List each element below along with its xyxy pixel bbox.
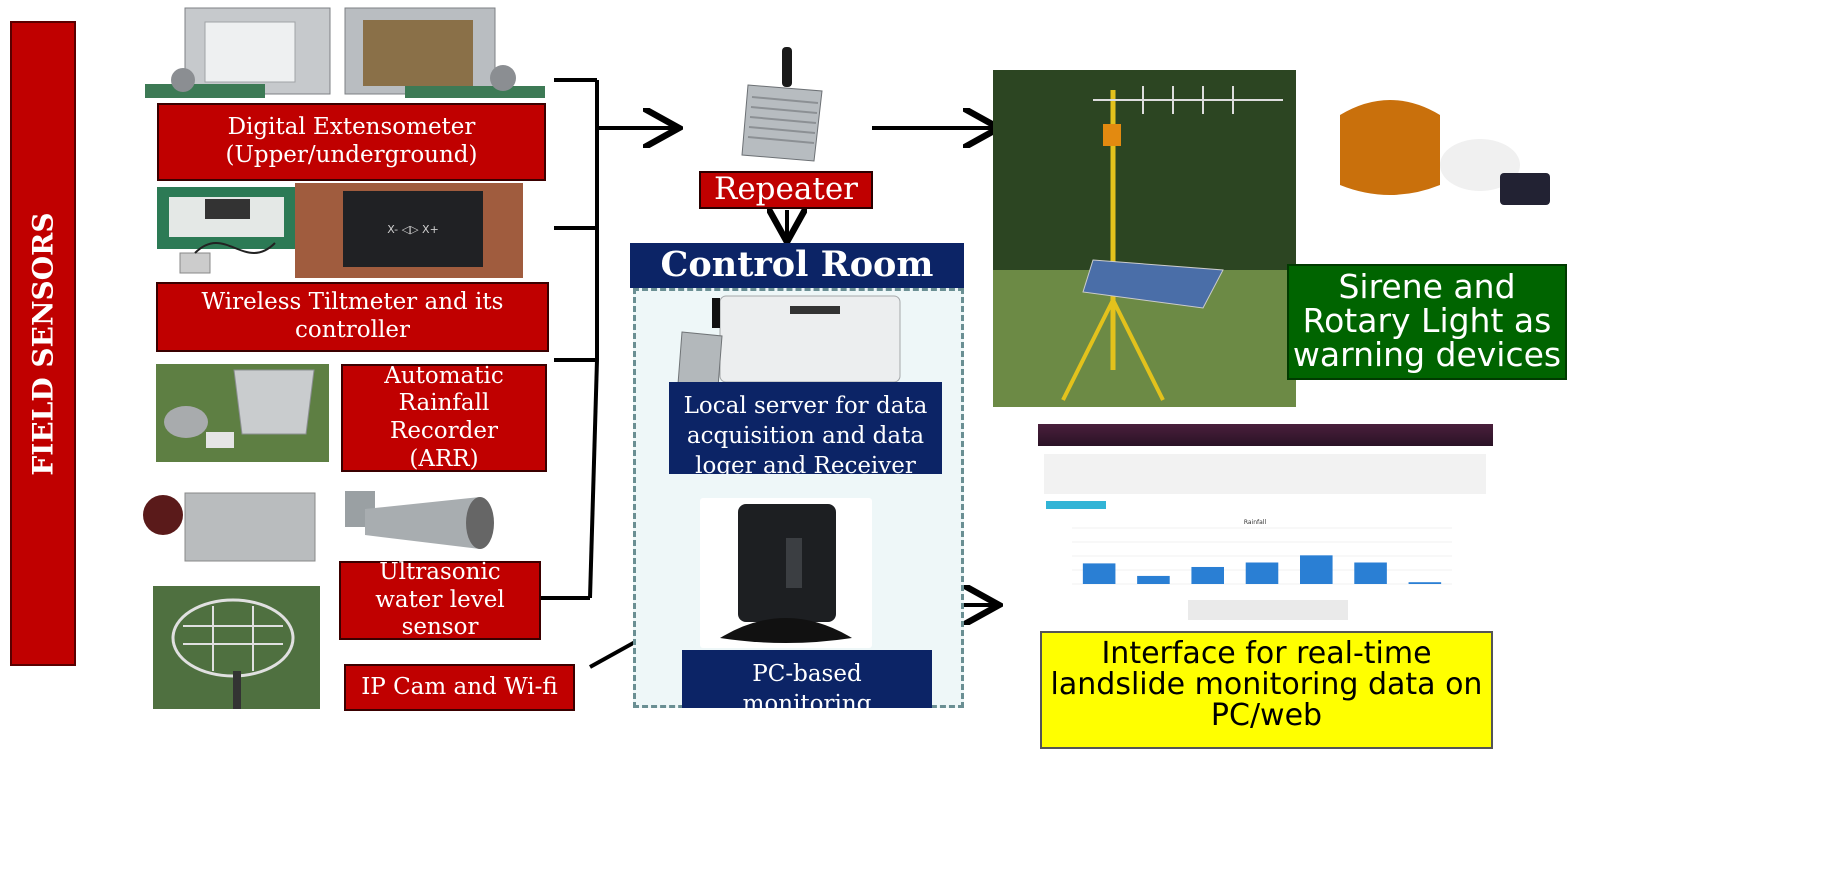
ip-cam-label: IP Cam and Wi-fi [344,664,575,711]
rainfall-chart: Rainfall [1072,519,1452,585]
show-table-button[interactable] [1046,501,1106,509]
local-server-label: Local server for data acquisition and da… [669,382,942,474]
extensometer-photo [145,4,545,104]
ultrasonic-sensor-photo [135,487,495,567]
web-interface-screenshot: Rainfall [1038,424,1493,629]
tiltmeter-label: Wireless Tiltmeter and its controller [156,282,549,352]
chart-bar [1191,566,1224,584]
repeater-label: Repeater [699,171,873,209]
interface-label: Interface for real-time landslide monito… [1040,631,1493,749]
control-room-title: Control Room [630,243,964,288]
rainfall-recorder-label: Automatic Rainfall Recorder (ARR) [341,363,547,472]
chart-bar [1082,563,1116,584]
svg-text:X- ◁▷ X+: X- ◁▷ X+ [387,223,439,236]
field-sensors-banner: FIELD SENSORS [10,21,76,666]
repeater-photo [738,45,838,165]
pc-monitoring-label: PC-based monitoring [682,650,932,708]
chart-bar [1354,562,1387,584]
tiltmeter-photo: X- ◁▷ X+ [155,183,525,278]
chart-bar [1408,582,1442,584]
ip-cam-photo [153,586,320,709]
rainfall-recorder-photo [156,364,329,462]
mini-pc-photo [700,498,872,648]
chart-title: Rainfall [1244,519,1267,526]
server-photo [672,292,902,388]
monitoring-station-photo [993,70,1296,407]
warning-devices-label: Sirene and Rotary Light as warning devic… [1287,264,1567,380]
siren-light-photo [1320,85,1555,215]
chart-bar [1245,562,1279,584]
chart-bar [1137,575,1170,584]
chart-bar [1300,555,1333,584]
interface-table [1188,600,1348,620]
interface-topbar [1038,424,1493,446]
extensometer-label: Digital Extensometer (Upper/underground) [157,103,546,181]
interface-form-area [1044,454,1486,494]
ultrasonic-label: Ultrasonic water level sensor [339,559,541,640]
